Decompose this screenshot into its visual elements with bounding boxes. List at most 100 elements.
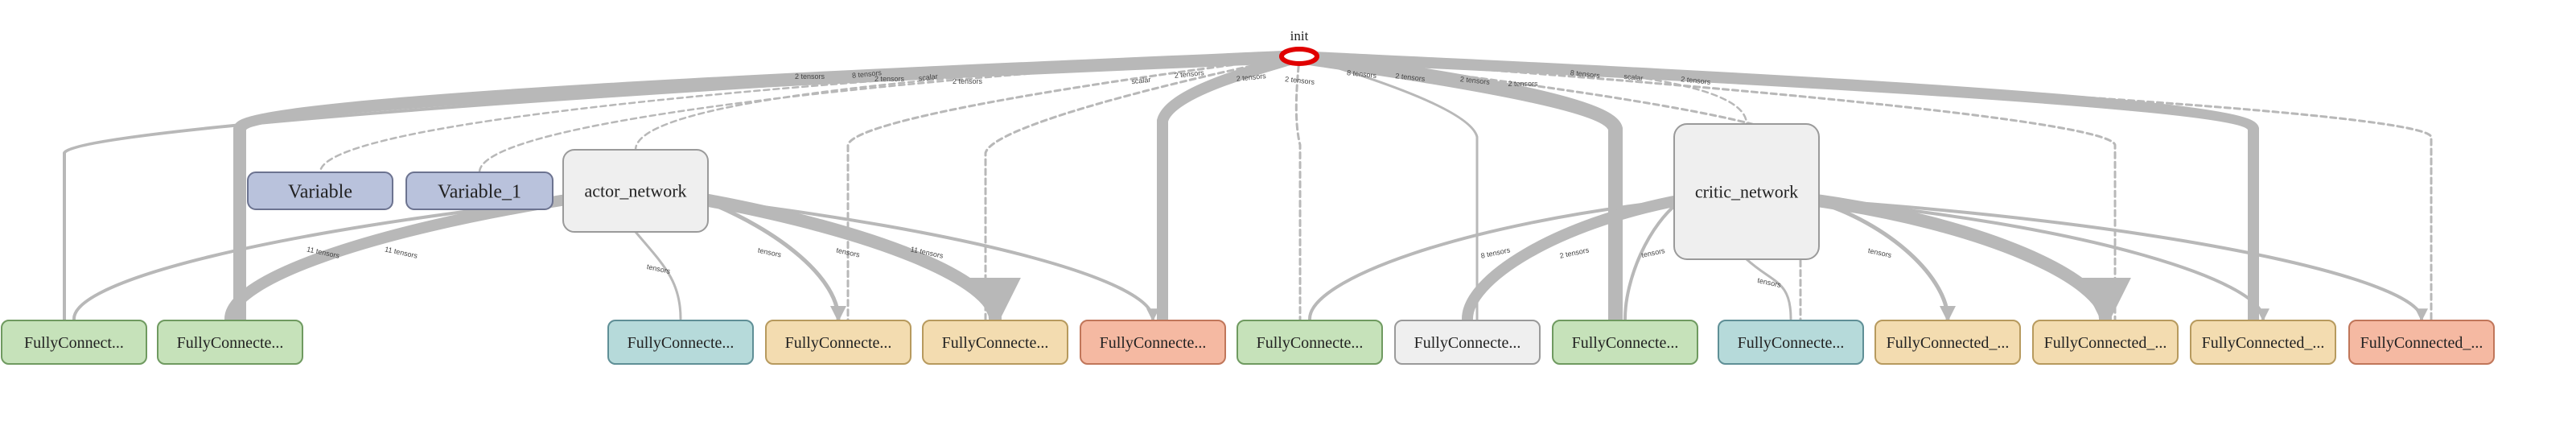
edge-label: 8 tensors: [1480, 246, 1512, 260]
edge-critic-to-fc-13: [1809, 198, 2269, 322]
edge-label: 8 tensors: [1570, 68, 1600, 80]
edges-layer: [63, 49, 2433, 329]
op-node-shape: [2348, 320, 2495, 365]
group-node-label: actor_network: [584, 181, 686, 201]
op-node-shape: [1718, 320, 1864, 365]
group-node-label: critic_network: [1695, 182, 1798, 202]
op-node-fc-5[interactable]: FullyConnecte...: [922, 320, 1068, 365]
op-node-fc-9[interactable]: FullyConnecte...: [1552, 320, 1698, 365]
edge-critic-to-fc-9: [1623, 198, 1684, 320]
edge-label: tensors: [646, 262, 671, 275]
edge-init-to-fc-7: [1294, 55, 1302, 322]
op-node-shape: [2190, 320, 2336, 365]
edge-label: 2 tensors: [1285, 75, 1315, 86]
edge-label: 2 tensors: [1395, 72, 1426, 83]
op-node-fc-6[interactable]: FullyConnecte...: [1080, 320, 1226, 365]
op-node-shape: [1080, 320, 1226, 365]
edge-label: scalar: [1623, 72, 1644, 82]
edge-init-to-fc-5: [984, 55, 1301, 322]
edge-label: 8 tensors: [1347, 68, 1377, 80]
edge-init-to-fc-6: [1157, 51, 1305, 326]
op-node-label: FullyConnecte...: [628, 334, 735, 352]
group-node-actor-network[interactable]: actor_network: [562, 149, 709, 233]
op-node-label: FullyConnecte...: [785, 334, 892, 352]
edge-critic-to-fc-14: [1809, 198, 2428, 322]
edge-actor-to-fc-6: [698, 197, 1159, 322]
group-node-shape: [562, 149, 709, 233]
op-node-shape: [1874, 320, 2021, 365]
op-node-label: FullyConnecte...: [1572, 334, 1679, 352]
op-node-fc-11[interactable]: FullyConnected_...: [1874, 320, 2021, 365]
op-node-label: FullyConnecte...: [1414, 334, 1521, 352]
edge-labels-layer: 8 tensors scalar scalar 2 tensors 2 tensors 2…: [306, 68, 1892, 289]
group-node-label: Variable: [288, 181, 352, 202]
group-node-critic-network[interactable]: critic_network: [1673, 123, 1820, 260]
edge-init-to-variable: [319, 55, 1301, 174]
edge-actor-to-fc-5: [693, 192, 1021, 329]
op-node-shape: [922, 320, 1068, 365]
op-node-shape: [157, 320, 303, 365]
edge-init-to-actor_network: [634, 55, 1301, 151]
edge-label: 2 tensors: [1174, 68, 1204, 80]
edge-critic-to-fc-10: [1745, 258, 1792, 320]
edge-label: 2 tensors: [1459, 75, 1490, 86]
edge-label: 2 tensors: [1681, 75, 1711, 86]
op-node-shape: [2032, 320, 2179, 365]
op-node-fc-2[interactable]: FullyConnecte...: [157, 320, 303, 365]
op-node-fc-14[interactable]: FullyConnected_...: [2348, 320, 2495, 365]
edge-actor-to-fc-3: [634, 230, 682, 320]
edge-init-to-fc-9: [1292, 49, 1623, 328]
op-node-label: FullyConnecte...: [177, 334, 284, 352]
edge-init-to-fc-2: [232, 50, 1306, 327]
group-node-variable-1[interactable]: Variable_1: [405, 171, 553, 210]
op-node-shape: [1394, 320, 1541, 365]
op-node-shape: [765, 320, 911, 365]
edge-label: 2 tensors: [1559, 246, 1590, 260]
op-node-shape: [1, 320, 147, 365]
edge-label: 2 tensors: [1236, 72, 1266, 83]
op-node-fc-13[interactable]: FullyConnected_...: [2190, 320, 2336, 365]
op-node-shape: [1552, 320, 1698, 365]
op-node-fc-1[interactable]: FullyConnect...: [1, 320, 147, 365]
op-node-label: FullyConnected_...: [2360, 334, 2483, 352]
op-node-label: FullyConnecte...: [1257, 334, 1364, 352]
edge-actor-to-fc-2: [224, 193, 577, 324]
edge-label: scalar: [1131, 76, 1151, 85]
edge-label: 2 tensors: [795, 72, 825, 81]
op-node-fc-10[interactable]: FullyConnecte...: [1718, 320, 1864, 365]
op-node-shape: [1237, 320, 1383, 365]
op-node-label: FullyConnected_...: [2044, 334, 2167, 352]
edge-critic-to-fc-8: [1462, 194, 1688, 324]
edge-actor-to-fc-1: [72, 197, 573, 320]
edge-label: 8 tensors: [851, 68, 882, 80]
edge-init-to-fc-14: [1298, 55, 2433, 322]
init-node-label: init: [1290, 28, 1309, 43]
op-node-fc-7[interactable]: FullyConnecte...: [1237, 320, 1383, 365]
edge-label: tensors: [1757, 276, 1782, 289]
edge-init-to-critic_network: [1298, 55, 1748, 126]
edge-label: 11 tensors: [384, 245, 418, 259]
group-node-variable[interactable]: Variable: [247, 171, 393, 210]
edge-label: 2 tensors: [874, 75, 905, 83]
init-node[interactable]: init: [1279, 28, 1319, 66]
op-node-label: FullyConnecte...: [1738, 334, 1845, 352]
op-node-fc-12[interactable]: FullyConnected_...: [2032, 320, 2179, 365]
edge-init-to-fc-4: [846, 55, 1301, 322]
op-node-fc-4[interactable]: FullyConnecte...: [765, 320, 911, 365]
op-node-label: FullyConnected_...: [1887, 334, 2010, 352]
edge-init-to-fc-10: [1298, 55, 1802, 322]
op-node-fc-8[interactable]: FullyConnecte...: [1394, 320, 1541, 365]
op-node-fc-3[interactable]: FullyConnecte...: [607, 320, 754, 365]
group-node-shape: [405, 171, 553, 210]
op-node-label: FullyConnected_...: [2202, 334, 2325, 352]
edge-label: tensors: [757, 246, 782, 259]
op-node-shape: [607, 320, 754, 365]
edge-label: scalar: [918, 72, 938, 82]
group-node-shape: [1673, 123, 1820, 260]
group-node-shape: [247, 171, 393, 210]
op-node-label: FullyConnect...: [24, 334, 124, 352]
edge-label: tensors: [1867, 246, 1892, 259]
